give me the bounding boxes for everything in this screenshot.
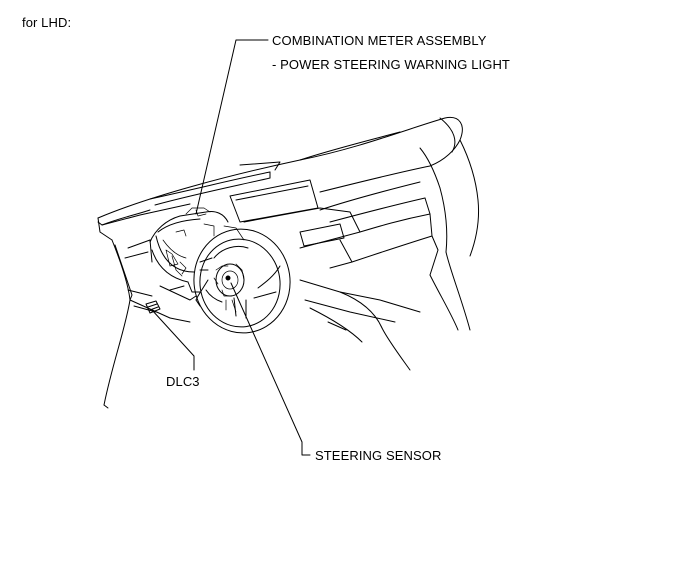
dlc3-connector — [145, 300, 161, 314]
left-dash-trim — [97, 217, 197, 409]
dashboard-right-side — [429, 139, 479, 331]
steering-sensor-label: STEERING SENSOR — [315, 448, 442, 463]
dlc3-label: DLC3 — [166, 374, 200, 389]
combination-meter-label: COMBINATION METER ASSEMBLY — [272, 33, 487, 48]
combination-meter-leader — [195, 39, 269, 215]
dlc3-leader — [151, 309, 195, 371]
steering-wheel — [193, 228, 291, 334]
steering-sensor-assembly — [213, 263, 245, 313]
page-heading: for LHD: — [22, 15, 72, 30]
power-steering-light-label: - POWER STEERING WARNING LIGHT — [272, 57, 510, 72]
leader-lines — [151, 39, 311, 456]
steering-sensor-leader — [230, 282, 311, 456]
center-panel — [229, 179, 439, 276]
steering-column — [195, 279, 209, 307]
dashboard-top-outline — [97, 116, 463, 226]
combination-meter-cluster — [149, 207, 245, 293]
center-console — [299, 279, 421, 371]
